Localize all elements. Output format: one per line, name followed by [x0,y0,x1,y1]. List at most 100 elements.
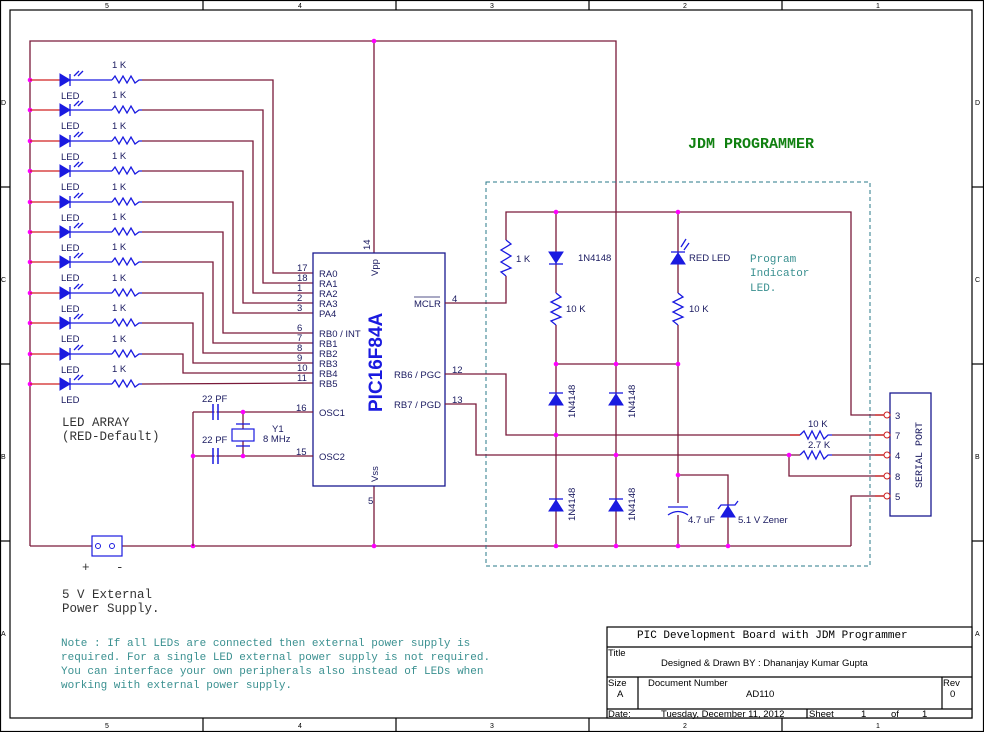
resistor-label: 1 K [112,364,127,375]
led-row: 1 K LED [27,90,313,284]
pin-number: 9 [297,353,302,364]
zener-label: 5.1 V Zener [738,515,788,526]
indicator-caption: Program [750,254,797,266]
resistor-label: 10 K [689,304,709,315]
resistor-label: 1 K [112,273,127,284]
column-label: 1 [876,3,880,10]
serial-pin-number: 5 [895,492,900,503]
row-label: A [975,631,980,638]
light-arrow-icon [73,161,80,168]
pic16f84a-chip: PIC16F84A Vpp Vss 14 5 17RA018RA11RA22RA… [193,239,463,507]
led-array-caption: (RED-Default) [62,430,160,444]
resistor-icon [111,165,142,176]
junction-dot [553,432,559,438]
column-label: 5 [105,3,109,10]
light-arrow-icon [77,161,84,168]
wire [142,170,313,304]
resistor-icon [799,449,832,461]
led-label: LED [61,365,80,376]
date-label: Date: [608,709,631,720]
size-label: Size [608,678,626,689]
column-label: 4 [298,3,302,10]
resistor-icon [111,135,142,146]
light-arrow-icon [77,100,84,107]
light-arrow-icon [77,344,84,351]
led-row: 1 K LED [27,212,313,334]
column-label: 5 [105,723,109,730]
led-label: LED [61,273,80,284]
diode-icon [548,393,564,406]
power-caption: Power Supply. [62,602,160,616]
led-row: 1 K LED [27,121,313,294]
light-arrow-icon [73,222,80,229]
light-arrow-icon [73,131,80,138]
pin-number: 5 [368,496,373,507]
resistor-label: 1 K [112,151,127,162]
pin-label: RB2 [319,349,337,360]
pin-label: RA1 [319,279,337,290]
pin-number: 13 [452,395,463,406]
pin-number: 3 [297,303,302,314]
column-label: 1 [876,723,880,730]
junction-dot [675,209,681,215]
wire [142,140,313,294]
pin-label: RB0 / INT [319,329,361,340]
project-title: PIC Development Board with JDM Programme… [637,630,908,642]
light-arrow-icon [73,283,80,290]
red-led-icon [670,252,686,265]
crystal-icon [231,428,255,442]
wire [142,231,313,334]
jdm-programmer-title: JDM PROGRAMMER [688,136,814,153]
row-label: A [1,631,6,638]
pin-label: RB5 [319,379,337,390]
light-arrow-icon [73,374,80,381]
light-arrow-icon [73,313,80,320]
led-label: LED [61,395,80,406]
resistor-label: 2.7 K [808,440,831,451]
chip-part-number: PIC16F84A [366,312,387,412]
pin-number: 1 [297,283,302,294]
note-line: working with external power supply. [61,680,292,692]
pin-label-pgc: RB6 / PGC [394,370,441,381]
wire [142,322,313,364]
pin-number: 4 [452,294,457,305]
pin-label: RA2 [319,289,337,300]
note-line: required. For a single LED external powe… [61,652,490,664]
pin-label: RB4 [319,369,337,380]
capacitor-label: 22 PF [202,394,228,405]
note-text: Note : If all LEDs are connected then ex… [61,638,490,692]
title-label: Title [608,648,626,659]
led-icon [59,347,71,361]
column-label: 4 [298,723,302,730]
document-number-label: Document Number [648,678,728,689]
title-block: PIC Development Board with JDM Programme… [606,626,973,720]
serial-pin-icon [883,451,891,459]
resistor-icon [111,226,142,237]
led-icon [59,134,71,148]
serial-port-label: SERIAL PORT [915,422,926,488]
led-row: 1 K LED [27,182,313,314]
row-label: B [1,454,6,461]
power-connector[interactable]: + - [82,535,124,575]
led-icon [59,164,71,178]
light-arrow-icon [77,283,84,290]
led-label: LED [61,334,80,345]
note-line: Note : If all LEDs are connected then ex… [61,638,470,650]
resistor-icon [111,74,142,85]
led-icon [59,103,71,117]
sheet-number: 1 [861,709,866,720]
vss-label: Vss [370,466,381,482]
junction-dot [675,361,681,367]
pin-number: 2 [297,293,302,304]
note-line: You can interface your own peripherals a… [61,666,483,678]
diode-label: 1N4148 [567,385,578,418]
diode-icon [608,393,624,406]
light-arrow-icon [73,252,80,259]
resistor-icon [549,292,563,326]
light-arrow-icon [77,222,84,229]
led-icon [59,286,71,300]
pin-label: RB3 [319,359,337,370]
led-array-caption: LED ARRAY [62,416,130,430]
